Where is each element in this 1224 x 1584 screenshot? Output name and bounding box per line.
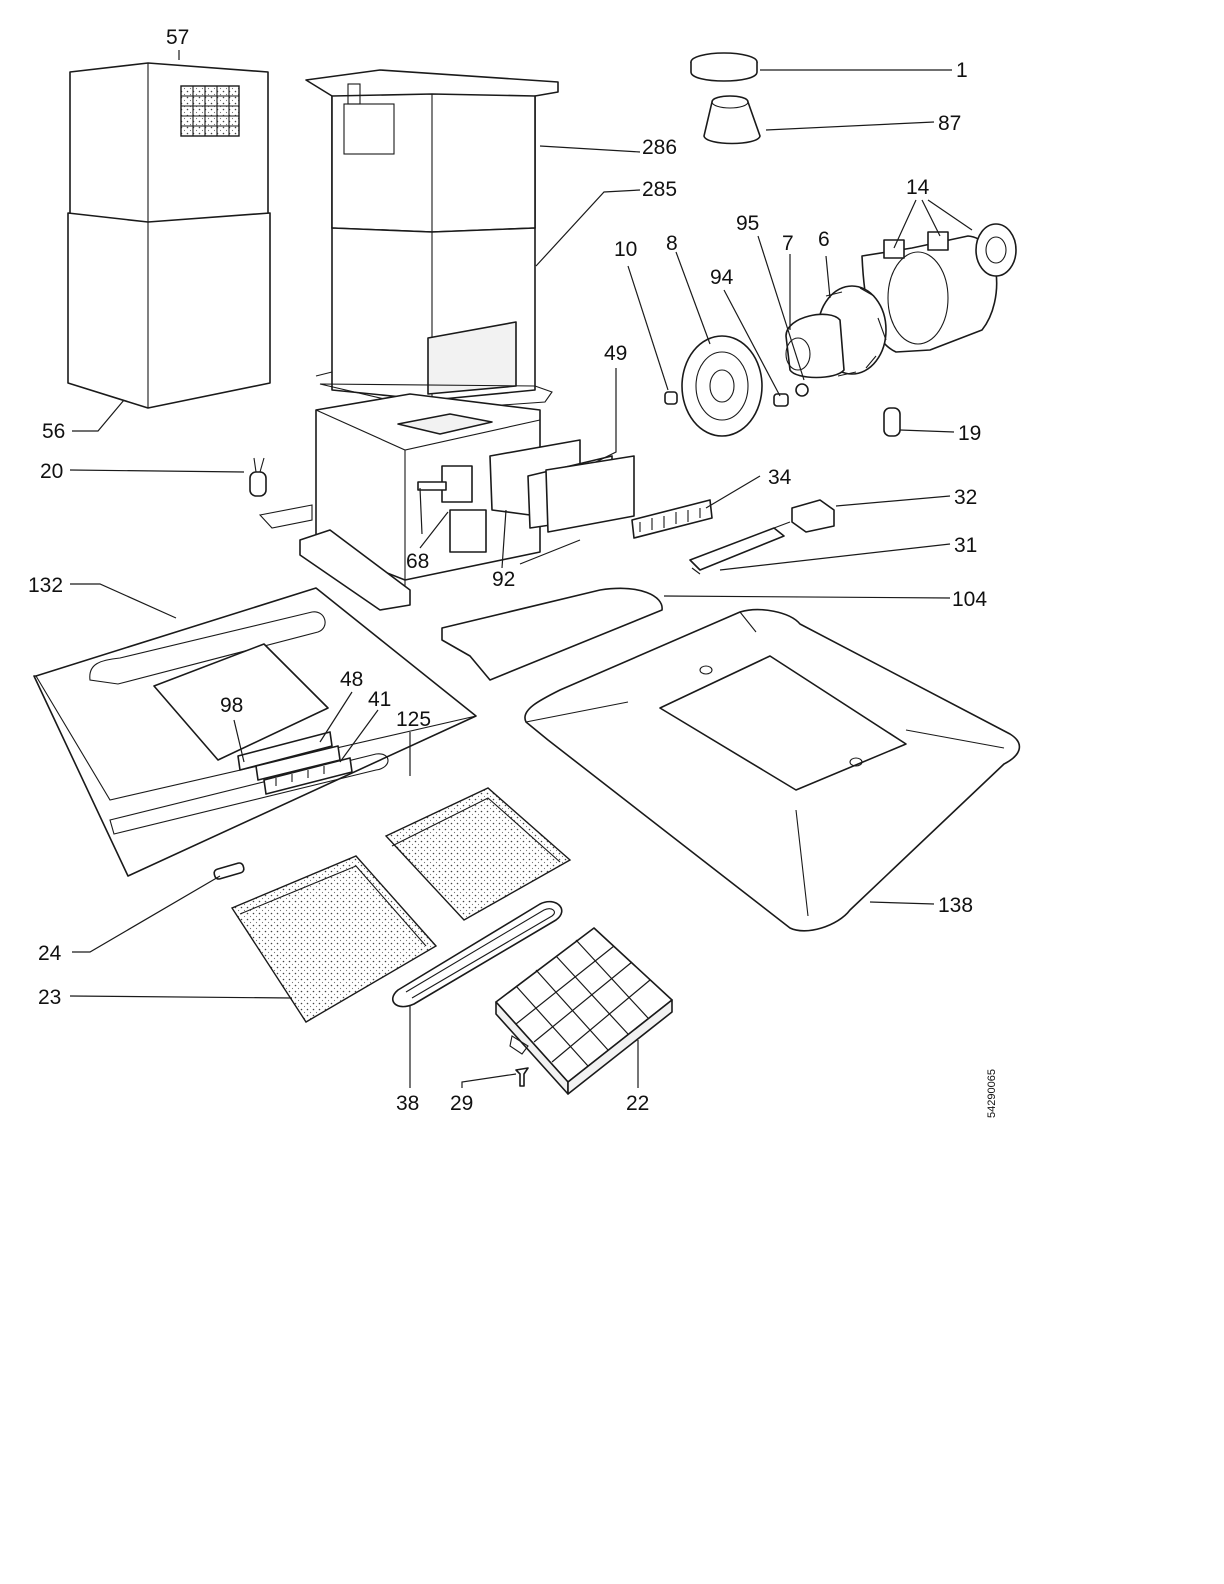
leader-lines [69,50,973,1088]
callout-285: 285 [642,178,677,201]
callout-38: 38 [396,1092,419,1115]
callout-56: 56 [42,420,65,443]
callout-14: 14 [906,176,930,199]
part-49-cover-plate [545,455,635,533]
callout-8: 8 [666,232,678,255]
callout-48: 48 [340,668,363,691]
callout-57: 57 [166,26,189,49]
callout-104: 104 [952,588,987,611]
callout-labels: 57 56 286 285 1 87 14 95 7 6 10 8 94 49 … [28,26,987,1115]
part-104-lamp-cover [441,587,663,681]
part-23-grease-filter-right [384,787,572,921]
vent-grille [180,85,240,137]
callout-7: 7 [782,232,794,255]
callout-29: 29 [450,1092,473,1115]
callout-68: 68 [406,550,429,573]
callout-132: 132 [28,574,63,597]
callout-20: 20 [40,460,63,483]
part-19-capacitor [883,407,901,437]
part-31-fluorescent-tube [689,521,791,575]
part-94-spacer [773,393,789,407]
callout-95: 95 [736,212,759,235]
part-10-small-nut [664,391,678,405]
callout-98: 98 [220,694,243,717]
callout-31: 31 [954,534,977,557]
part-56-lower-chimney-cover [67,212,271,409]
motor-housing-block [258,393,541,611]
part-1-cap [690,52,758,82]
callout-125: 125 [396,708,431,731]
part-38-gasket [392,900,563,1008]
part-138-glass-canopy [524,608,1021,932]
part-285-lower-duct [315,227,553,411]
part-29-screw [515,1067,529,1087]
part-132-canopy-panel [33,587,477,877]
part-8-impeller-disc [681,335,763,437]
part-98-control-panel [237,731,333,771]
callout-10: 10 [614,238,637,261]
part-286-upper-duct [305,69,559,233]
callout-87: 87 [938,112,961,135]
callout-19: 19 [958,422,981,445]
callout-92: 92 [492,568,515,591]
callout-32: 32 [954,486,977,509]
callout-286: 286 [642,136,677,159]
part-34-control-switch [631,499,713,539]
part-32-lamp-holder [791,499,835,533]
callout-24: 24 [38,942,62,965]
part-20-capacitor [249,457,267,497]
part-41-button-strip [263,757,353,795]
callout-23: 23 [38,986,61,1009]
drawing-code: 54290065 [986,1069,998,1118]
part-57-upper-chimney-cover [69,62,269,226]
part-14-fan-scroll-housing [861,223,1017,353]
callout-6: 6 [818,228,830,251]
part-95-nut [795,383,809,397]
part-87-reducer-sleeve [703,95,761,145]
part-24-filter-handle [213,862,245,880]
callout-1: 1 [956,59,968,82]
callout-49: 49 [604,342,627,365]
part-7-motor [785,313,845,379]
callout-34: 34 [768,466,792,489]
callout-22: 22 [626,1092,649,1115]
callout-138: 138 [938,894,973,917]
callout-94: 94 [710,266,734,289]
part-22-charcoal-filter [495,927,673,1095]
callout-41: 41 [368,688,391,711]
part-23-grease-filter-left [230,855,438,1023]
